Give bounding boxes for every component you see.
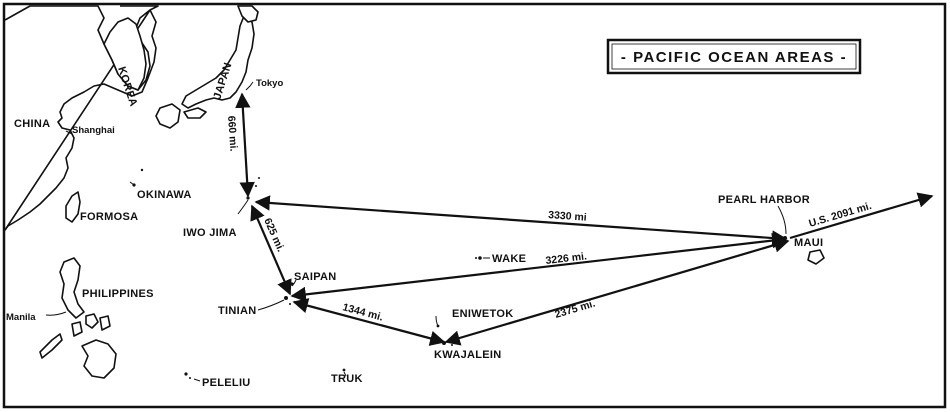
label-china: CHINA: [14, 118, 50, 130]
route-kwajalein-pearl-harbor: [444, 237, 790, 346]
tinian-dot: [284, 296, 288, 300]
label-maui: MAUI: [794, 237, 823, 249]
island-dot: [475, 257, 477, 259]
tokyo-leader: [245, 81, 254, 91]
label-eniwetok: ENIWETOK: [452, 308, 513, 320]
title-box: - PACIFIC OCEAN AREAS -: [606, 38, 862, 75]
label-formosa: FORMOSA: [80, 211, 138, 223]
peleliu-leader: [193, 378, 201, 382]
iwo-jima-leader: [237, 199, 249, 215]
label-pearl-harbor: PEARL HARBOR: [718, 194, 810, 206]
route-tinian-kwajalein: [292, 298, 446, 346]
route-pearl-harbor-us: [789, 192, 934, 240]
saipan-leader: [291, 279, 297, 287]
island-dot: [189, 377, 191, 379]
label-manila: Manila: [6, 312, 36, 323]
island-dot: [289, 303, 291, 305]
philippines-mindanao-landmass: [81, 339, 117, 379]
japan-shikoku-landmass: [183, 107, 207, 119]
route-iwo-jima-pearl-harbor: [254, 195, 788, 246]
japan-hokkaido-landmass: [237, 5, 259, 23]
island-dot: [258, 177, 260, 179]
label-shanghai: Shanghai: [72, 125, 115, 136]
distance-tinian-pearl-harbor: 3226 mi.: [545, 250, 588, 267]
truk-dot: [342, 368, 346, 372]
japan-kyushu-landmass: [155, 103, 181, 129]
island-dot: [140, 168, 144, 172]
distance-tokyo-iwo-jima: 660 mi.: [225, 115, 239, 151]
eniwetok-leader: [435, 315, 439, 327]
philippines-mindoro-landmass: [71, 321, 83, 337]
distance-kwajalein-pearl-harbor: 2375 mi.: [553, 298, 596, 321]
label-wake: WAKE: [492, 253, 526, 265]
label-tokyo: Tokyo: [256, 78, 283, 89]
label-peleliu: PELELIU: [202, 377, 251, 389]
label-okinawa: OKINAWA: [137, 189, 192, 201]
label-kwajalein: KWAJALEIN: [434, 349, 501, 361]
route-tokyo-iwo-jima: [235, 92, 255, 198]
island-dot: [255, 185, 257, 187]
label-truk: TRUK: [331, 373, 363, 385]
manila-leader: [45, 311, 67, 316]
japan-honshu-landmass: [181, 15, 255, 109]
pearl-harbor-leader: [777, 205, 787, 235]
island-dot: [775, 233, 777, 235]
wake-dot: [478, 256, 482, 260]
okinawa-leader: [129, 181, 135, 186]
label-tinian: TINIAN: [218, 305, 256, 317]
map-title: - PACIFIC OCEAN AREAS -: [621, 49, 847, 66]
route-tinian-pearl-harbor: [290, 232, 788, 303]
tinian-leader: [257, 299, 285, 311]
philippines-visayas-landmass: [85, 313, 99, 329]
distance-pearl-harbor-us: U.S. 2091 mi.: [807, 200, 873, 230]
formosa-landmass: [65, 191, 81, 223]
philippines-palawan-landmass: [39, 333, 63, 359]
shanghai-leader: [65, 130, 73, 135]
label-philippines: PHILIPPINES: [82, 288, 154, 300]
label-saipan: SAIPAN: [294, 271, 337, 283]
korea-peninsula-landmass: [103, 17, 147, 91]
philippines-luzon-landmass: [59, 257, 85, 319]
philippines-visayas-landmass-2: [99, 315, 111, 331]
island-dot: [451, 344, 453, 346]
hawaii-island-landmass: [807, 249, 825, 265]
truk-leader: [343, 371, 347, 377]
iwo-jima-dot: [246, 196, 250, 200]
peleliu-dot: [184, 372, 188, 376]
distance-iwo-jima-pearl-harbor: 3330 mi: [548, 209, 587, 224]
label-iwo-jima: IWO JIMA: [183, 227, 237, 239]
